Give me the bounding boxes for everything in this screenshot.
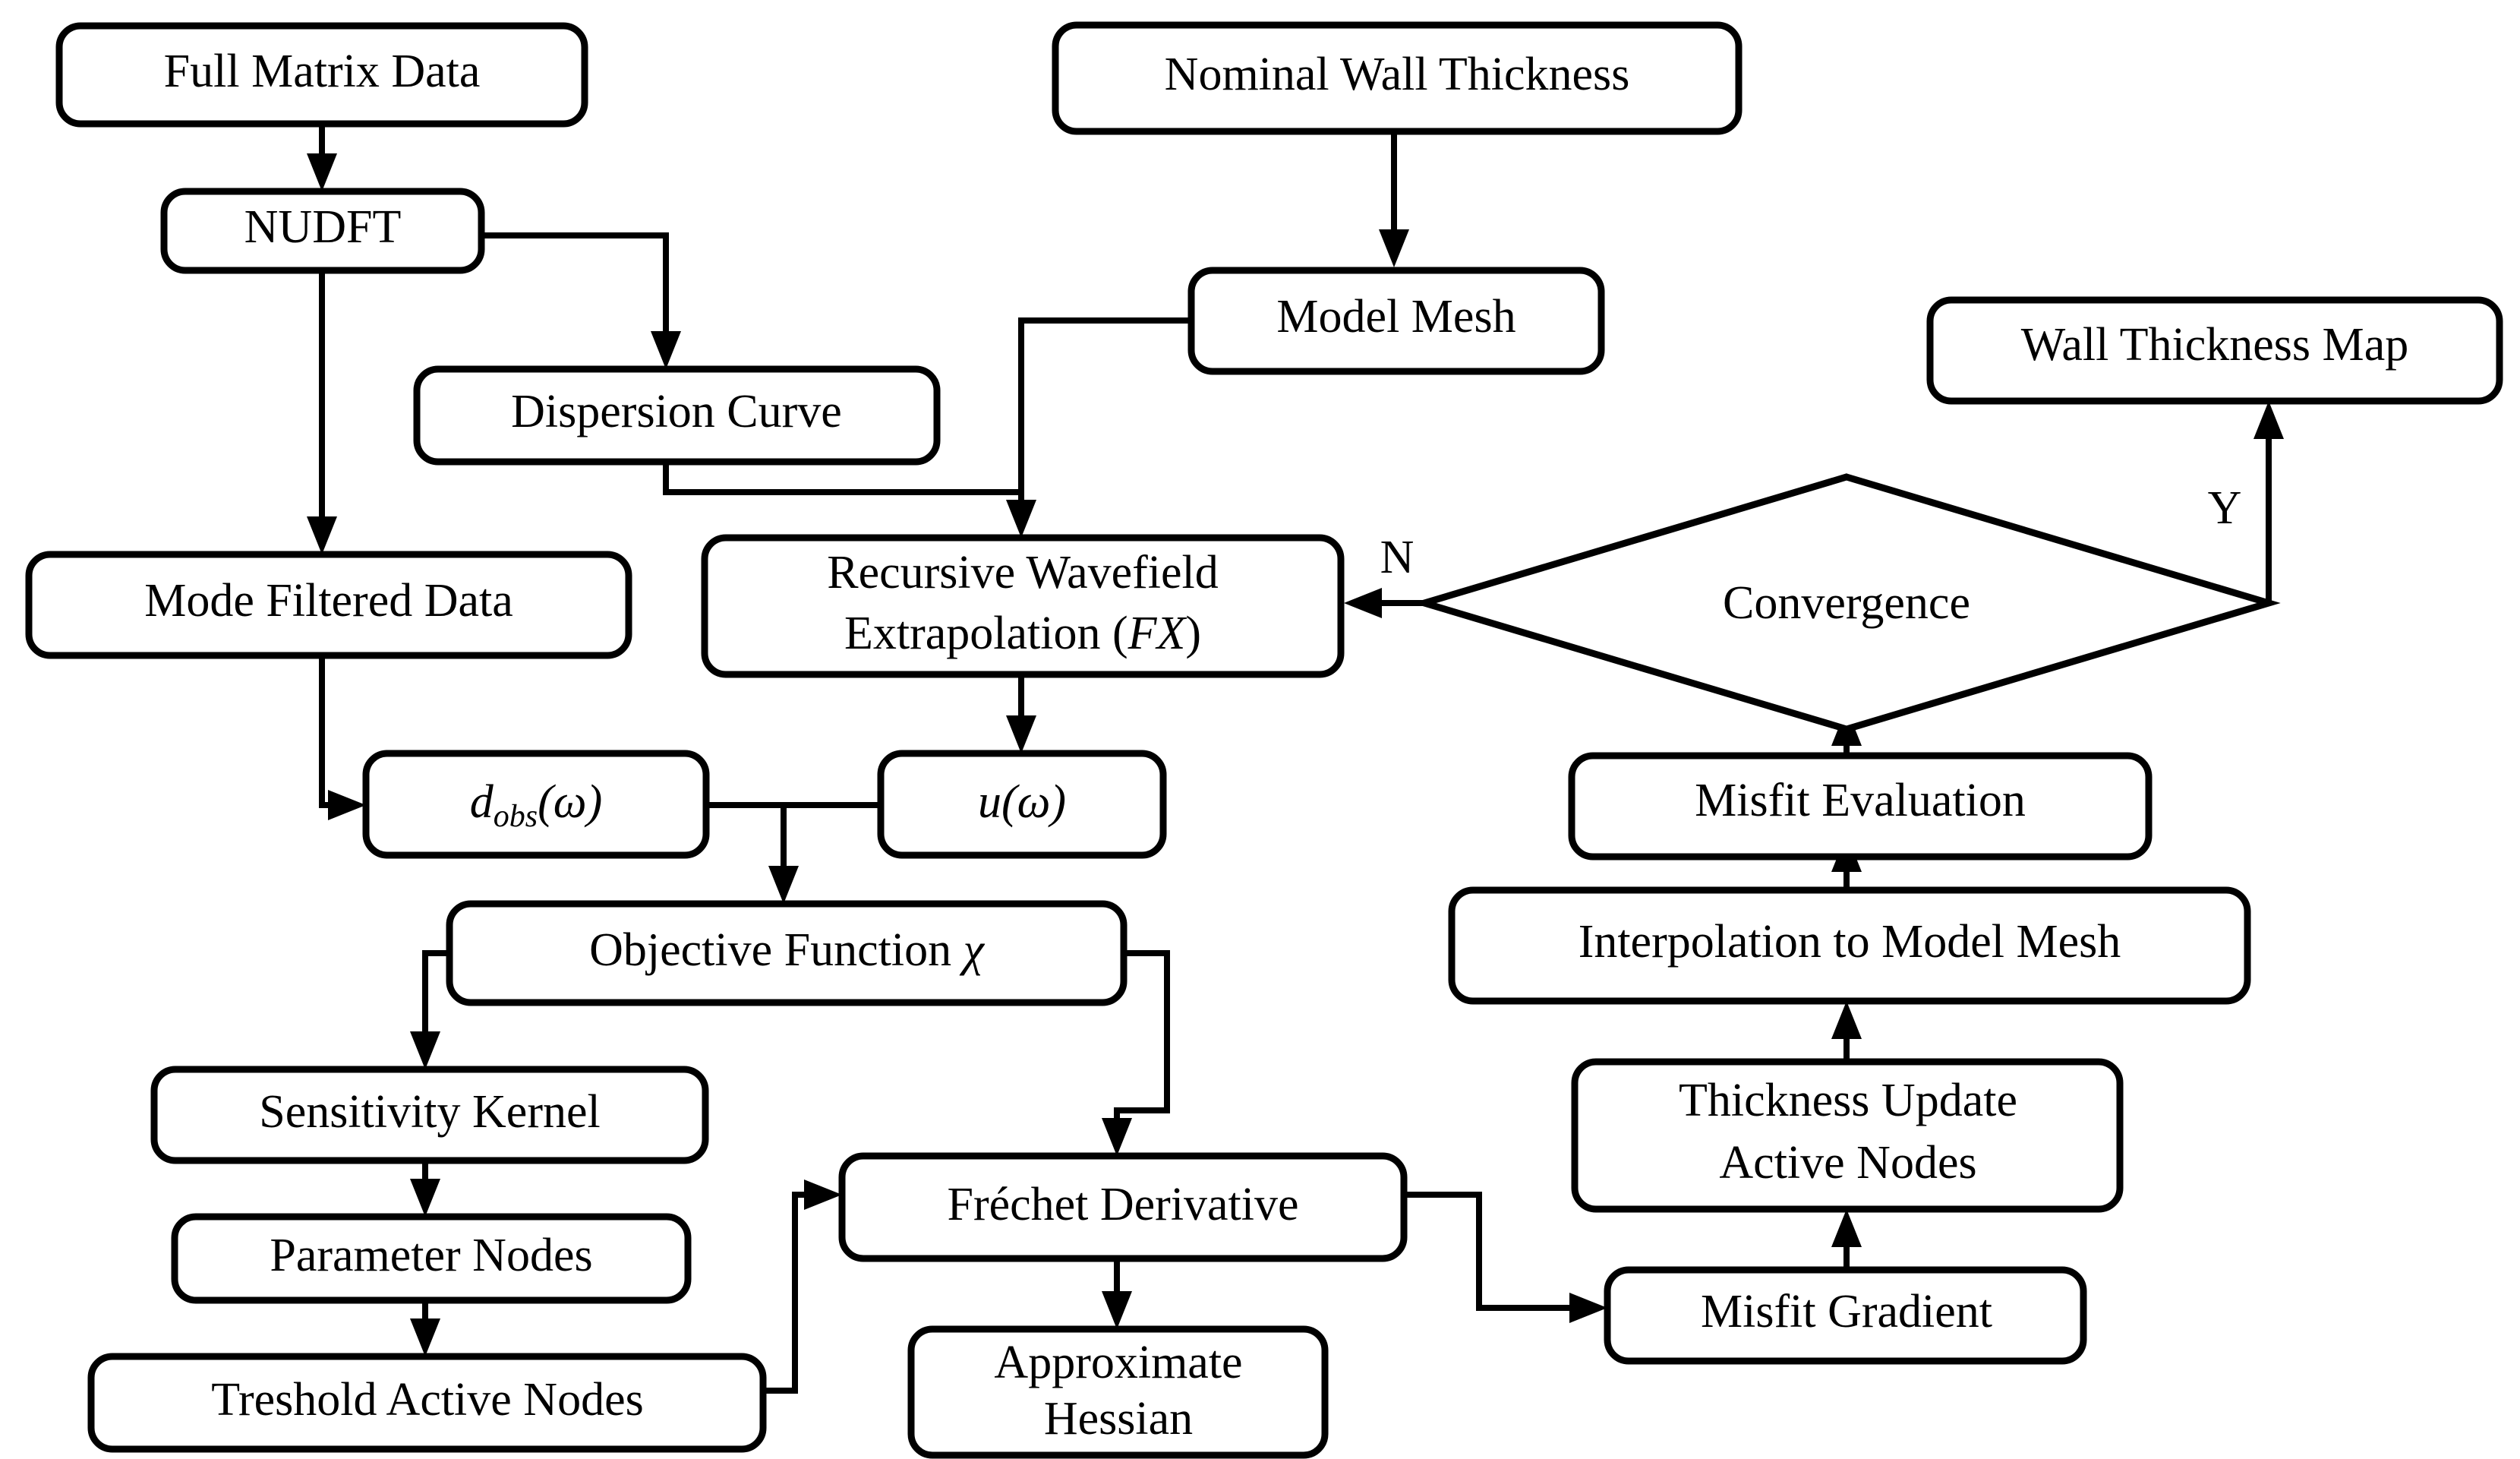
u-arg: (ω) (1001, 776, 1066, 828)
node-label-parameter-nodes: Parameter Nodes (270, 1230, 592, 1281)
node-dispersion-curve[interactable]: Dispersion Curve (413, 365, 941, 466)
arrowhead-objective-to-frechet (1102, 1118, 1132, 1156)
arrowhead-frechet-to-hessian (1102, 1291, 1132, 1329)
node-label-sensitivity-kernel: Sensitivity Kernel (259, 1086, 600, 1138)
node-wall-thickness-map[interactable]: Wall Thickness Map (1926, 296, 2503, 405)
edge-frechet-to-misfit-gradient (1404, 1192, 1585, 1311)
node-interpolation-to-model-mesh[interactable]: Interpolation to Model Mesh (1448, 886, 2251, 1005)
node-label-mode-filtered-data: Mode Filtered Data (144, 575, 513, 627)
edge-label-yes-branch: Y (2208, 482, 2242, 534)
node-label-interpolation-to-model-mesh: Interpolation to Model Mesh (1579, 916, 2121, 968)
arrowhead-to-objective (768, 866, 799, 904)
node-misfit-gradient[interactable]: Misfit Gradient (1604, 1266, 2087, 1365)
node-label-misfit-gradient: Misfit Gradient (1701, 1286, 1992, 1337)
node-label-recursive-wavefield-line2: Extrapolation (FX) (844, 608, 1201, 659)
node-convergence-decision[interactable]: Convergence (1412, 473, 2281, 733)
nodes-layer: Full Matrix Data NUDFT Dispersion Curve … (25, 21, 2503, 1459)
node-u-omega[interactable]: u(ω) (877, 750, 1167, 859)
node-label-d-obs-omega: dobs(ω) (470, 776, 602, 833)
node-parameter-nodes[interactable]: Parameter Nodes (171, 1213, 692, 1304)
node-label-treshold-active-nodes: Treshold Active Nodes (211, 1374, 643, 1426)
node-label-convergence: Convergence (1723, 577, 1970, 629)
edge-treshold-to-frechet (763, 1192, 819, 1394)
node-thickness-update-active-nodes[interactable]: Thickness Update Active Nodes (1571, 1058, 2124, 1213)
arrowhead-parameter-to-treshold (410, 1318, 440, 1356)
node-label-full-matrix-data: Full Matrix Data (164, 46, 481, 97)
node-model-mesh[interactable]: Model Mesh (1187, 267, 1605, 375)
objective-chi: χ (960, 924, 986, 976)
node-sensitivity-kernel[interactable]: Sensitivity Kernel (150, 1066, 709, 1164)
arrowhead-objective-to-sensitivity (410, 1031, 440, 1069)
node-label-dispersion-curve: Dispersion Curve (511, 386, 842, 437)
node-label-objective-function: Objective Function χ (589, 924, 985, 976)
node-label-approximate-hessian-line1: Approximate (994, 1337, 1242, 1388)
node-nominal-wall-thickness[interactable]: Nominal Wall Thickness (1052, 21, 1743, 135)
dobs-base: d (470, 776, 494, 828)
node-full-matrix-data[interactable]: Full Matrix Data (55, 22, 588, 128)
node-label-thickness-update-line2: Active Nodes (1719, 1137, 1976, 1189)
rwe-text-a: Extrapolation ( (844, 608, 1128, 659)
arrowhead-misfit-gradient-to-thickness (1831, 1209, 1862, 1247)
node-label-nudft: NUDFT (244, 201, 402, 253)
arrowhead-nudft-to-mode-filtered (307, 516, 337, 554)
dobs-arg: (ω) (538, 776, 602, 828)
objective-text: Objective Function (589, 924, 963, 976)
node-label-thickness-update-line1: Thickness Update (1679, 1075, 2017, 1126)
dobs-sub: obs (494, 799, 538, 834)
node-label-wall-thickness-map: Wall Thickness Map (2021, 319, 2408, 371)
arrowhead-nudft-to-dispersion (651, 331, 681, 369)
arrowhead-mesh-to-rwe (1006, 500, 1036, 538)
node-label-model-mesh: Model Mesh (1276, 291, 1515, 343)
edge-labels-layer: N Y (1380, 482, 2242, 583)
node-label-frechet-derivative: Fréchet Derivative (947, 1179, 1298, 1230)
node-treshold-active-nodes[interactable]: Treshold Active Nodes (87, 1353, 767, 1453)
arrowhead-convergence-y-to-wall-map (2253, 401, 2284, 439)
arrowhead-fmd-to-nudft (307, 153, 337, 191)
node-approximate-hessian[interactable]: Approximate Hessian (907, 1325, 1329, 1459)
node-mode-filtered-data[interactable]: Mode Filtered Data (25, 551, 632, 659)
arrowhead-treshold-to-frechet (804, 1180, 842, 1210)
u-base: u (978, 776, 1001, 828)
node-objective-function[interactable]: Objective Function χ (446, 900, 1128, 1006)
edge-label-no-branch: N (1380, 532, 1415, 583)
node-label-approximate-hessian-line2: Hessian (1044, 1393, 1193, 1445)
node-misfit-evaluation[interactable]: Misfit Evaluation (1568, 752, 2153, 861)
arrowhead-convergence-n-to-rwe (1344, 588, 1382, 618)
arrowhead-thickness-to-interpolation (1831, 1001, 1862, 1039)
node-d-obs-omega[interactable]: dobs(ω) (362, 750, 710, 859)
node-label-recursive-wavefield-line1: Recursive Wavefield (827, 547, 1219, 598)
arrowhead-rwe-to-u-omega (1006, 715, 1036, 753)
node-label-misfit-evaluation: Misfit Evaluation (1695, 775, 2026, 826)
node-nudft[interactable]: NUDFT (160, 188, 485, 274)
edge-nudft-to-dispersion (481, 232, 669, 346)
node-label-nominal-wall-thickness: Nominal Wall Thickness (1165, 49, 1630, 100)
arrowhead-sensitivity-to-parameter (410, 1179, 440, 1217)
arrowhead-mode-filtered-to-dobs (328, 790, 366, 820)
node-label-u-omega: u(ω) (978, 776, 1066, 828)
rwe-text-c: ) (1185, 608, 1201, 659)
edges-layer (307, 124, 2284, 1394)
node-recursive-wavefield-extrapolation[interactable]: Recursive Wavefield Extrapolation (FX) (701, 534, 1345, 678)
node-frechet-derivative[interactable]: Fréchet Derivative (838, 1152, 1408, 1262)
rwe-text-fx: FX (1128, 608, 1187, 659)
edge-mesh-to-rwe (1018, 317, 1191, 515)
edge-mode-filtered-to-dobs (319, 655, 343, 808)
arrowhead-nominal-to-mesh (1379, 229, 1409, 267)
arrowhead-frechet-to-misfit-gradient (1569, 1293, 1607, 1323)
edge-objective-to-sensitivity (422, 950, 449, 1047)
